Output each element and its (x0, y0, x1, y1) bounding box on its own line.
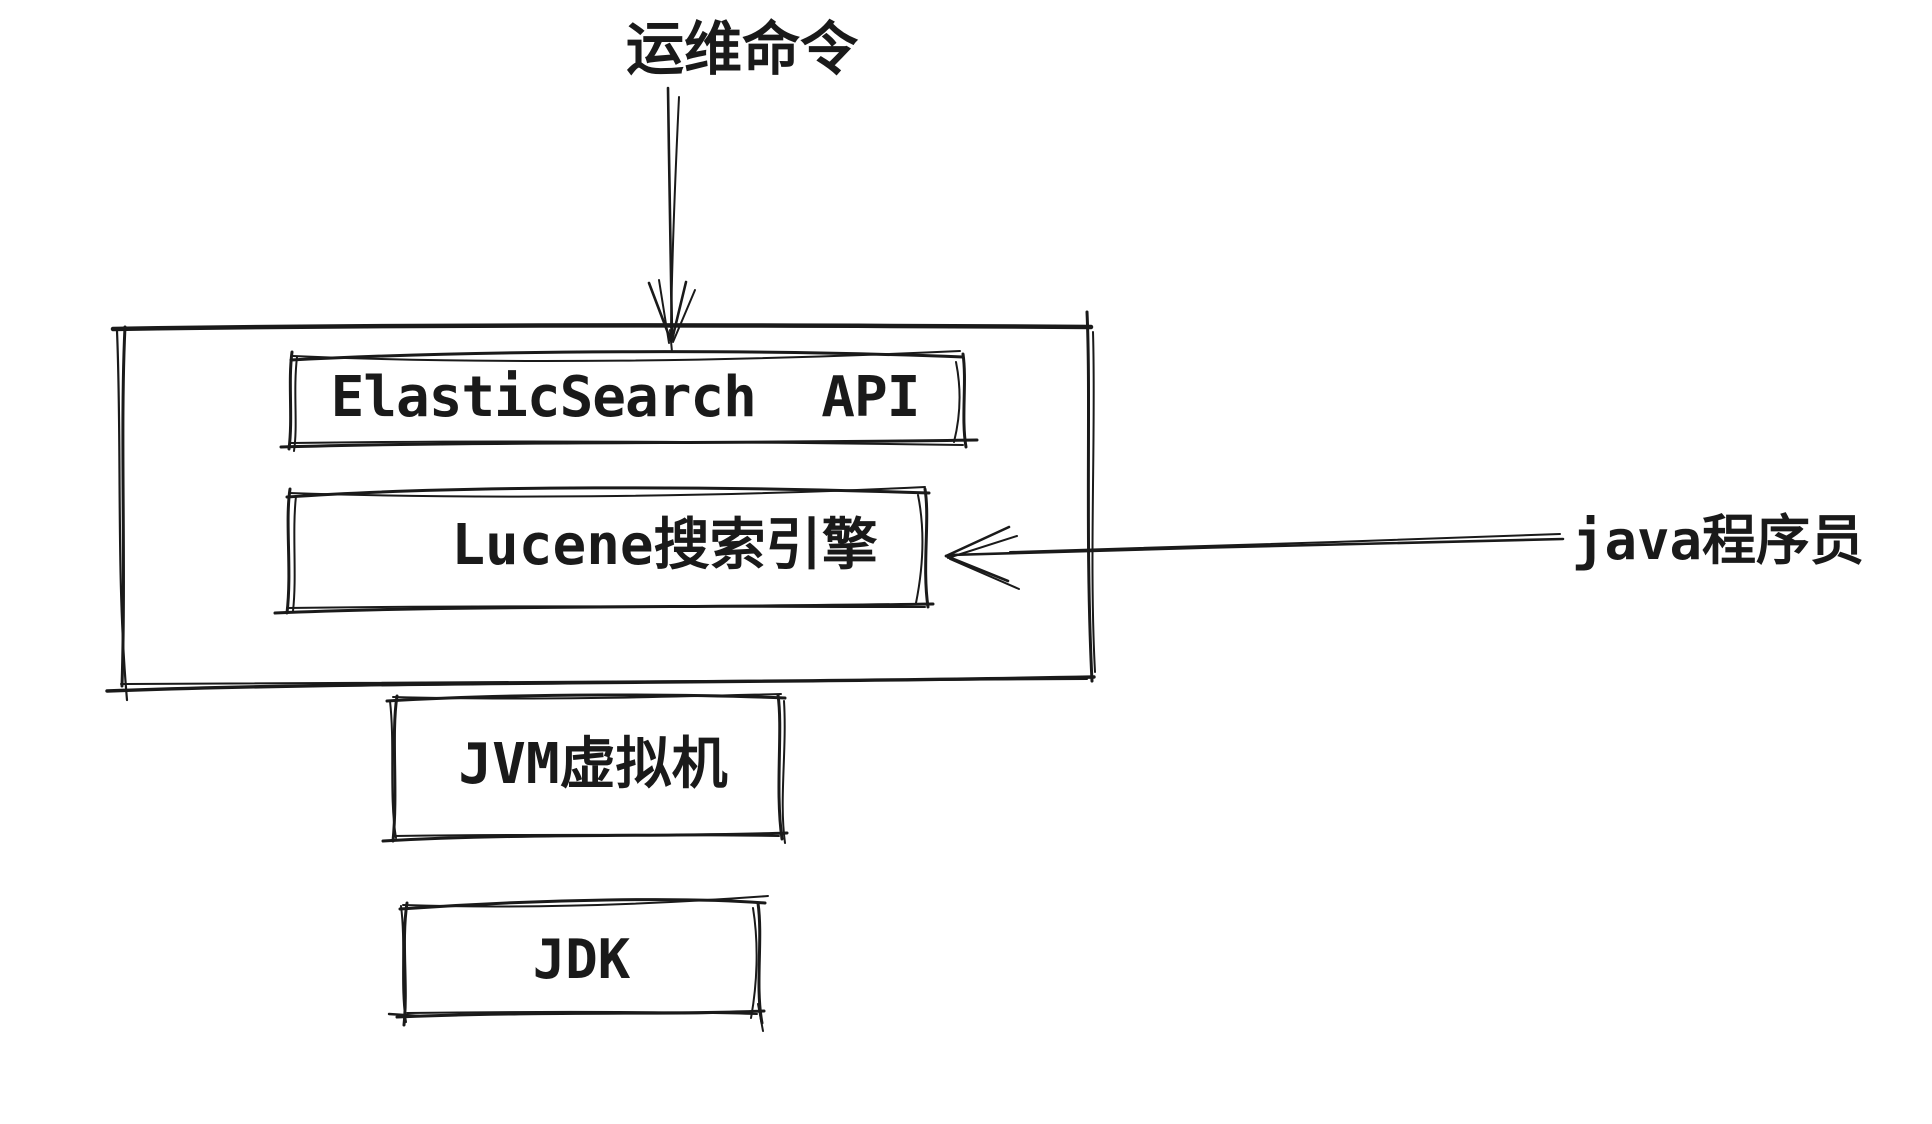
elasticsearch-api-label: ElasticSearch API (330, 365, 921, 431)
lucene-box (273, 486, 935, 615)
java-programmer-label: java程序员 (1572, 509, 1865, 572)
jdk-label: JDK (532, 928, 631, 992)
elasticsearch-container-box (105, 310, 1096, 702)
lucene-label: Lucene搜索引擎 (451, 513, 878, 579)
jdk-box (387, 895, 769, 1032)
ops-command-arrow (647, 86, 696, 353)
jvm-box (381, 693, 789, 844)
ops-command-label: 运维命令 (626, 15, 859, 83)
elasticsearch-api-box (279, 350, 979, 452)
java-programmer-arrow (944, 525, 1565, 590)
jvm-label: JVM虚拟机 (458, 732, 728, 798)
